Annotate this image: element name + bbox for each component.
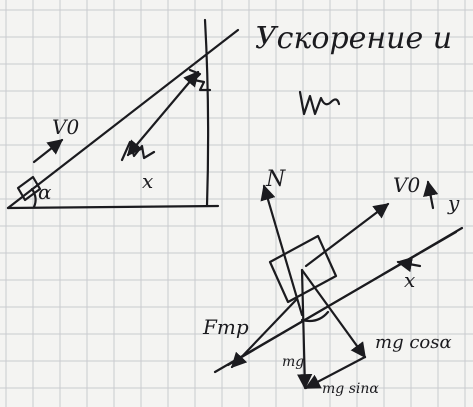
perp-component-label: mg cosα [375,332,452,353]
normal-force-arrow [260,184,304,317]
gravity-arrow [296,268,313,390]
y-axis-arrow [423,180,439,210]
velocity-arrow [32,138,64,164]
block [16,175,42,202]
angle-arc [30,187,37,209]
velocity-label: V0 [52,115,79,139]
angle-label: α [38,180,52,204]
arrowhead-scribble-upper [188,68,212,92]
parallel-component-label: mg sinα [322,381,379,397]
incline-surface [6,28,240,210]
force-incline-lower [213,230,458,374]
friction-label: Fтр [202,315,249,339]
page-title: Ускорение и [255,21,452,56]
vertical-wall [203,18,210,208]
distance-arrow [126,70,200,157]
scribble-mark [298,90,341,116]
incline-diagram: V0 α x [6,18,240,210]
gravity-label: mg [282,354,304,370]
y-axis-label: y [447,191,460,215]
ground-line [6,204,220,210]
x-axis-arrow [396,256,422,273]
x-axis-label: x [404,268,415,292]
distance-label: x [142,169,153,193]
force-block [268,234,338,304]
velocity-arrow-2 [304,202,390,268]
angle-arc-2 [300,310,330,323]
normal-force-label: N [265,167,286,192]
force-diagram: N V0 y x Fтр mg cosα mg mg sinα [202,167,464,397]
perp-component-arrow [300,268,367,359]
arrowhead-scribble-lower [120,140,156,162]
velocity-label-2: V0 [393,173,420,197]
friction-arrow [230,298,298,369]
parallel-component-arrow [304,355,367,390]
